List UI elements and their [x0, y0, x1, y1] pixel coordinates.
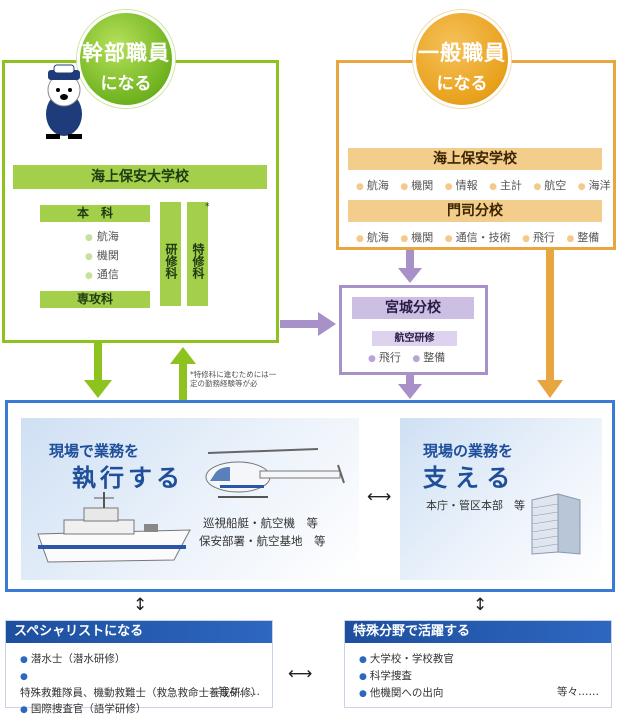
special-field-title: 特殊分野で活躍する [345, 621, 611, 643]
moji-item: 整備 [566, 231, 599, 244]
advanced-course-label: 専攻科 [40, 291, 150, 308]
miyagi-title: 宮城分校 [352, 297, 474, 319]
special-course-mark: * [205, 202, 210, 212]
moji-item: 航海 [356, 231, 389, 244]
miyagi-item: 飛行 [368, 351, 401, 364]
specialist-title: スペシャリストになる [6, 621, 272, 643]
specialist-box: スペシャリストになる 潜水士（潜水研修） 特殊救難隊員、機動救難士（救急救命士養… [5, 620, 273, 715]
field-exec-line2: 執行する [72, 464, 184, 492]
double-arrow-horizontal-icon: ⟷ [288, 664, 313, 684]
main-course-item: 通信 [85, 266, 119, 285]
ship-icon [37, 492, 191, 563]
miyagi-items: 飛行 整備 [368, 349, 453, 365]
moji-items: 航海 機関 通信・技術 飛行 整備 [356, 229, 607, 245]
school-item: 情報 [445, 179, 478, 192]
special-field-box: 特殊分野で活躍する 大学校・学校教官 科学捜査 他機関への出向 等々…… [344, 620, 612, 708]
helicopter-icon [205, 448, 345, 498]
double-arrow-vertical-icon: ↕ [473, 595, 488, 615]
school-item: 主計 [489, 179, 522, 192]
school-item: 機関 [400, 179, 433, 192]
special-field-item: 大学校・学校教官 [359, 651, 611, 668]
moji-item: 飛行 [522, 231, 555, 244]
specialist-item: 潜水士（潜水研修） [20, 651, 272, 668]
main-course-label: 本 科 [40, 205, 150, 222]
main-course-item: 機関 [85, 247, 119, 266]
moji-item: 通信・技術 [445, 231, 511, 244]
main-course-item: 航海 [85, 228, 119, 247]
specialist-etc: 等々…… [218, 686, 260, 698]
special-field-list: 大学校・学校教官 科学捜査 他機関への出向 [345, 643, 611, 702]
general-subtitle: になる [436, 74, 488, 94]
specialist-item: 国際捜査官（語学研修） [20, 701, 272, 718]
miyagi-sub: 航空研修 [372, 331, 457, 346]
school-title: 海上保安学校 [348, 148, 602, 170]
building-icon [531, 493, 581, 555]
main-course-list: 航海 機関 通信 [85, 228, 119, 285]
special-field-item: 他機関への出向 [359, 685, 611, 702]
special-course-note: *特修科に進むためには一定の勤務経験等が必 [190, 370, 277, 388]
field-support-line1: 現場の業務を [423, 442, 514, 460]
school-items: 航海 機関 情報 主計 航空 海洋 [356, 177, 619, 193]
general-circle: 一般職員 になる [413, 10, 511, 108]
special-field-item: 科学捜査 [359, 668, 611, 685]
academy-title: 海上保安大学校 [13, 165, 267, 189]
cadre-subtitle: になる [100, 74, 152, 94]
cadre-circle: 幹部職員 になる [77, 10, 175, 108]
school-item: 航空 [533, 179, 566, 192]
general-title: 一般職員 [418, 41, 506, 65]
field-support-desc: 本庁・管区本部 等 [426, 499, 525, 512]
school-item: 海洋 [578, 179, 611, 192]
school-item: 航海 [356, 179, 389, 192]
field-exec-desc2: 保安部署・航空基地 等 [199, 534, 326, 548]
moji-item: 機関 [400, 231, 433, 244]
cadre-title: 幹部職員 [82, 41, 170, 65]
specialist-item: 特殊救難隊員、機動救難士（救急救命士養成研修） [20, 668, 272, 701]
double-arrow-horizontal-icon: ⟷ [367, 487, 392, 507]
specialist-list: 潜水士（潜水研修） 特殊救難隊員、機動救難士（救急救命士養成研修） 国際捜査官（… [6, 643, 272, 718]
moji-title: 門司分校 [348, 200, 602, 222]
miyagi-item: 整備 [412, 351, 445, 364]
double-arrow-vertical-icon: ↕ [133, 595, 148, 615]
special-field-etc: 等々…… [557, 686, 599, 698]
special-course-label: 特修科 [187, 202, 208, 306]
field-exec-line1: 現場で業務を [49, 442, 140, 460]
research-course-label: 研修科 [160, 202, 181, 306]
field-exec-desc1: 巡視船艇・航空機 等 [203, 516, 318, 530]
field-support-line2: 支える [423, 464, 519, 492]
mascot-left-icon [46, 64, 82, 139]
